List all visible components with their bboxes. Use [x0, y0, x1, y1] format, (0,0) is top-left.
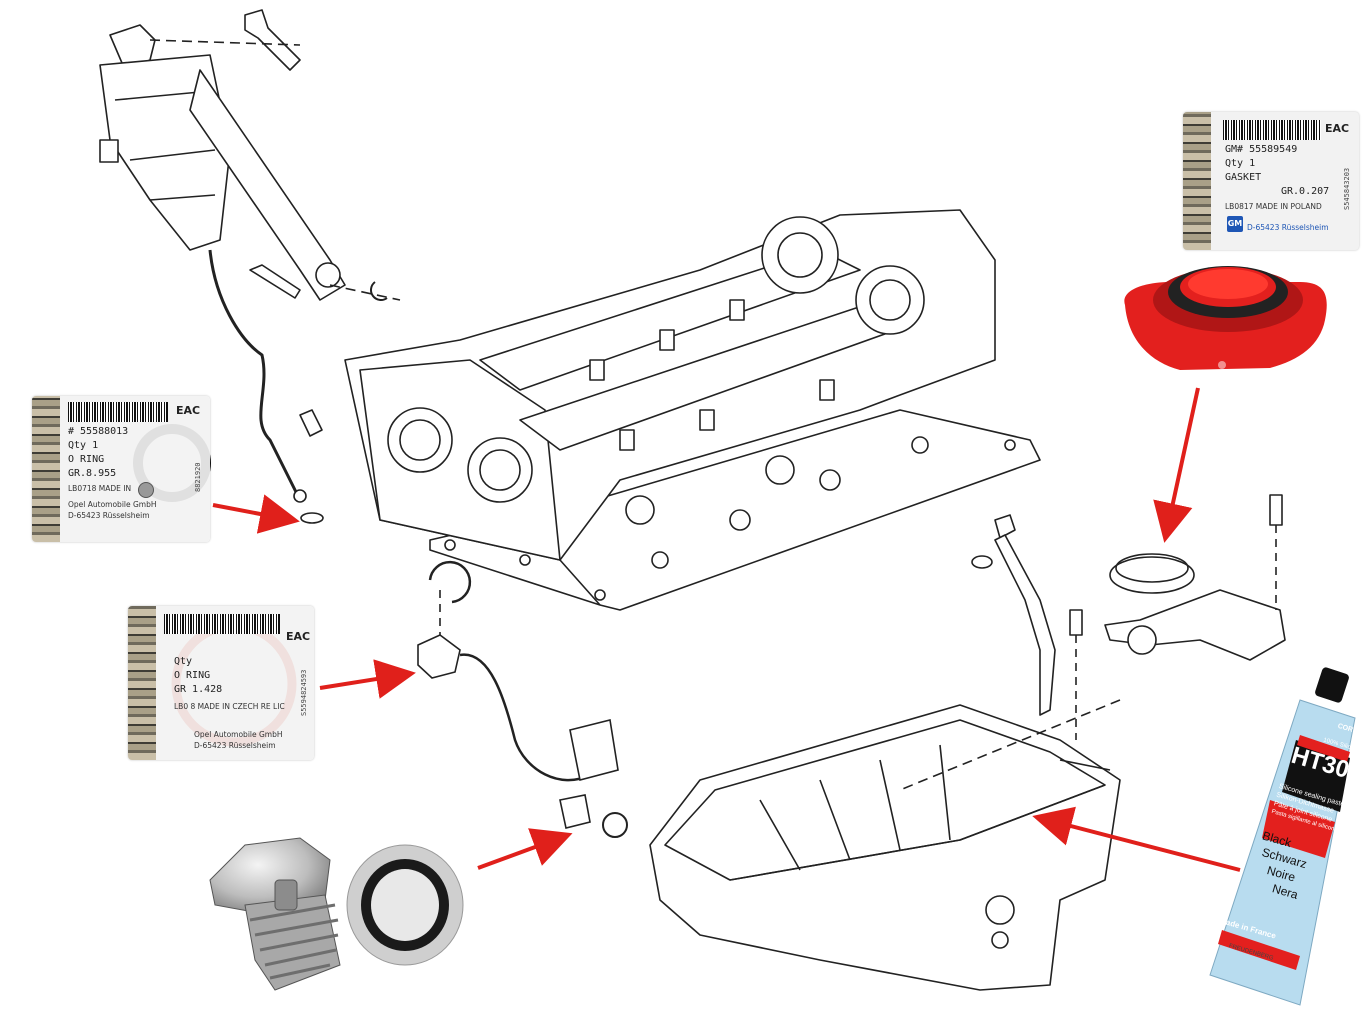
oil-separator-drawing [99, 9, 401, 524]
gasket-group: GR.0.207 [1281, 186, 1330, 197]
o-ring-maker: Opel Automobile GmbH [68, 500, 157, 509]
sealant-brand: CORTECO [1336, 722, 1366, 740]
gasket-address: D-65423 Rüsselsheim [1247, 223, 1329, 232]
sealant-maker: FREUDENBERG [1228, 943, 1274, 962]
red-o-ring-origin: LB0 8 MADE IN CZECH RE LIC [174, 702, 285, 711]
o-ring-group: GR.8.955 [68, 468, 117, 479]
sealant-tube-photo [1209, 667, 1356, 1006]
oil-seal-photo [1124, 266, 1327, 370]
gasket-name: GASKET [1225, 172, 1262, 183]
sealant-origin: Made in France [1218, 915, 1277, 941]
opel-logo-icon [138, 482, 154, 498]
arrow-sealant [1032, 806, 1241, 872]
red-o-ring-side-code: S5594824593 [300, 669, 308, 716]
gasket-label: EAC GM# 55589549 Qty 1 GASKET GR.0.207 L… [1183, 112, 1359, 250]
arrow-red-o-ring [319, 659, 416, 699]
red-o-ring-name: O RING [174, 670, 211, 681]
gasket-origin: LB0817 MADE IN POLAND [1225, 202, 1322, 211]
gasket-side-code: S545843203 [1343, 167, 1351, 210]
o-ring-name: O RING [68, 454, 105, 465]
o-ring-address: D-65423 Rüsselsheim [68, 511, 150, 520]
barcode [68, 402, 168, 422]
red-o-ring-address: D-65423 Rüsselsheim [194, 741, 276, 750]
o-ring-part-number: # 55588013 [68, 426, 129, 437]
barcode [164, 614, 280, 634]
arrow-oil-seal [1153, 387, 1200, 543]
arrow-drain-plug [477, 828, 573, 870]
o-ring-side-code: 8821920 [194, 462, 202, 492]
red-o-ring-group: GR 1.428 [174, 684, 223, 695]
gasket-qty: Qty 1 [1225, 158, 1256, 169]
cylinder-head-drawing [344, 209, 1041, 611]
black-o-ring-label: EAC # 55588013 Qty 1 O RING GR.8.955 LB0… [32, 396, 210, 542]
drain-plug-photo [209, 837, 341, 991]
red-o-ring-label: EAC Qty O RING GR 1.428 LB0 8 MADE IN CZ… [128, 606, 314, 760]
o-ring-qty: Qty 1 [68, 440, 99, 451]
label-stripe [32, 396, 60, 542]
eac-mark: EAC [286, 630, 311, 643]
red-o-ring-qty: Qty [174, 656, 193, 667]
eac-mark: EAC [1325, 122, 1350, 135]
o-ring-origin: LB0718 MADE IN [68, 484, 132, 493]
oil-pan-drawing [649, 494, 1286, 991]
red-o-ring-maker: Opel Automobile GmbH [194, 730, 283, 739]
arrow-black-o-ring [212, 494, 300, 534]
gm-logo-icon: GM [1227, 216, 1243, 232]
eac-mark: EAC [176, 404, 201, 417]
label-stripe [1183, 112, 1211, 250]
sensor-harness-drawing [417, 560, 628, 838]
barcode [1223, 120, 1321, 140]
gasket-part-number: GM# 55589549 [1225, 144, 1298, 155]
sealant-color-4: Nera [1270, 881, 1300, 902]
label-stripe [128, 606, 156, 760]
sealing-washer-photo [346, 844, 464, 966]
callout-arrows [212, 387, 1241, 872]
